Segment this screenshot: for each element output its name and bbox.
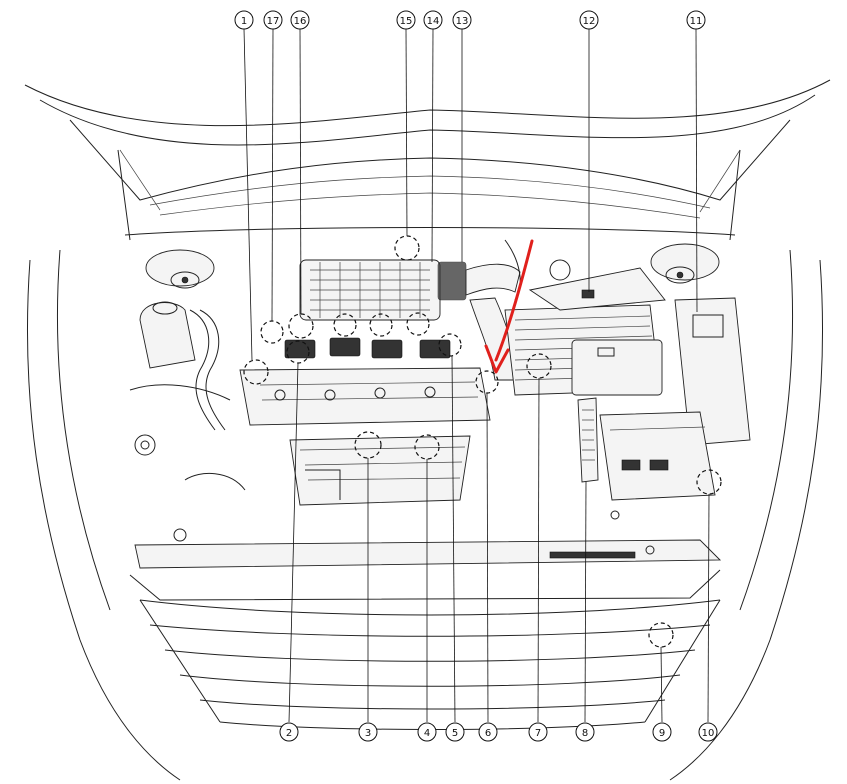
callout-17-label: 17	[267, 16, 280, 27]
battery	[599, 411, 716, 501]
dipstick-harness	[577, 397, 599, 483]
red-annotation-arrow	[484, 239, 534, 374]
ring-10	[696, 469, 722, 495]
ring-coil-a	[333, 313, 357, 337]
ring-4	[414, 434, 440, 460]
ring-coil-b	[369, 313, 393, 337]
callout-10: 10	[698, 722, 718, 742]
callout-1-label: 1	[241, 16, 247, 27]
callout-9-label: 9	[659, 728, 665, 739]
ring-3	[354, 431, 382, 459]
callout-6: 6	[478, 722, 498, 742]
callout-12: 12	[579, 10, 599, 30]
callout-16-label: 16	[294, 16, 307, 27]
ignition-coils	[284, 337, 451, 359]
callout-2-label: 2	[286, 728, 292, 739]
callout-15-label: 15	[400, 16, 413, 27]
leader-lines	[243, 28, 710, 723]
left-hoses	[129, 309, 246, 491]
ipdm-fuse-box	[571, 339, 663, 396]
callout-6-label: 6	[485, 728, 491, 739]
strut-tower-left	[145, 249, 215, 289]
callout-13-label: 13	[456, 16, 469, 27]
callout-5: 5	[445, 722, 465, 742]
ring-15	[394, 235, 420, 261]
callout-7: 7	[528, 722, 548, 742]
callout-8: 8	[575, 722, 595, 742]
ring-1	[243, 359, 269, 385]
callout-3: 3	[358, 722, 378, 742]
hood-outline	[24, 79, 831, 241]
front-grille	[139, 599, 721, 730]
strut-tower-right	[650, 243, 720, 284]
callout-14: 14	[423, 10, 443, 30]
callout-8-label: 8	[582, 728, 588, 739]
callout-1: 1	[234, 10, 254, 30]
ring-coil-c	[406, 312, 430, 336]
callout-10-label: 10	[702, 728, 715, 739]
relay-box-right	[674, 297, 751, 446]
engine-front-cover	[289, 435, 471, 506]
callout-13: 13	[452, 10, 472, 30]
ring-5	[438, 333, 462, 357]
ring-17	[260, 320, 284, 344]
callout-11: 11	[686, 10, 706, 30]
callout-7-label: 7	[535, 728, 541, 739]
callout-4: 4	[417, 722, 437, 742]
ring-7	[526, 353, 552, 379]
coolant-reservoir	[139, 301, 196, 369]
callout-17: 17	[263, 10, 283, 30]
callout-5-label: 5	[452, 728, 458, 739]
callout-3-label: 3	[365, 728, 371, 739]
callout-11-label: 11	[690, 16, 703, 27]
radiator-core-support	[129, 510, 722, 601]
callout-2: 2	[279, 722, 299, 742]
callout-15: 15	[396, 10, 416, 30]
callout-4-label: 4	[424, 728, 430, 739]
callout-12-label: 12	[583, 16, 596, 27]
body-outline	[26, 227, 824, 781]
ring-9	[648, 622, 674, 648]
callout-9: 9	[652, 722, 672, 742]
intake-manifold	[299, 259, 441, 321]
upper-right-bracket	[528, 259, 666, 311]
throttle-body	[437, 261, 521, 301]
valve-cover	[239, 367, 491, 426]
callout-16: 16	[290, 10, 310, 30]
callout-14-label: 14	[427, 16, 440, 27]
